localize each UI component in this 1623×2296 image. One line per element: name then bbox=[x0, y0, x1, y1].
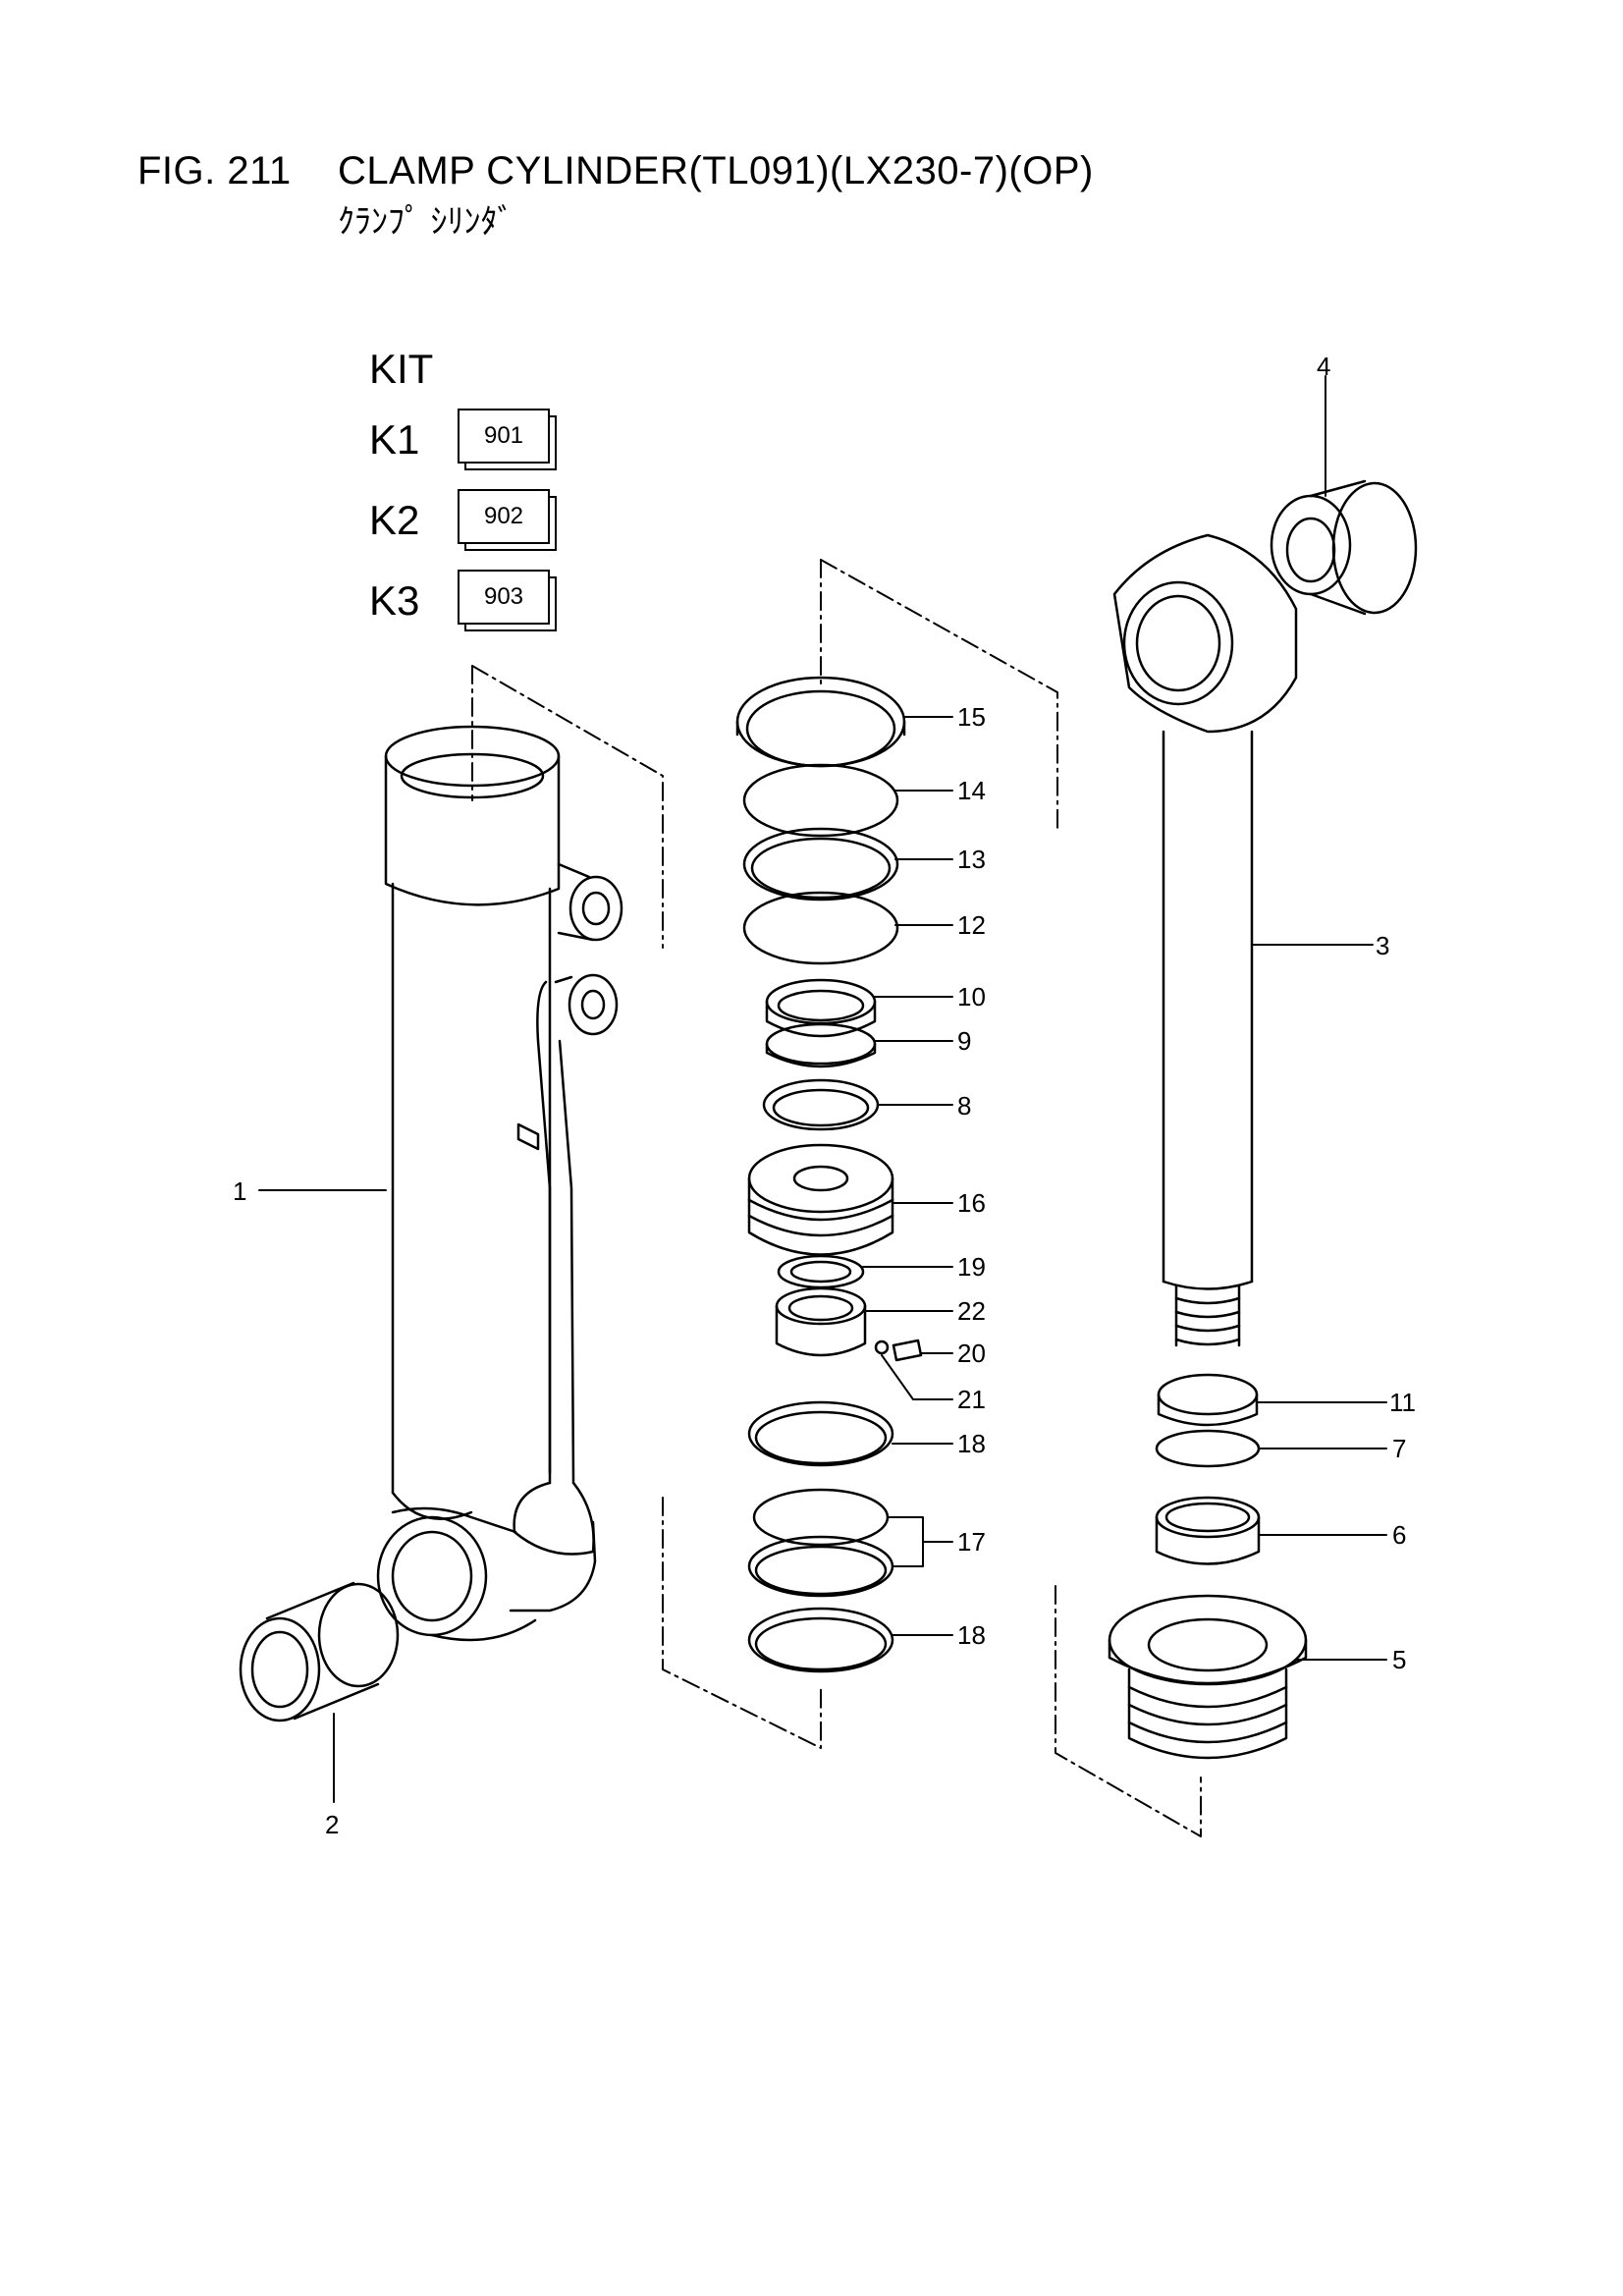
callout-14: 14 bbox=[957, 776, 986, 805]
figure-number: FIG. 211 bbox=[137, 149, 292, 192]
figure-subtitle: ｸﾗﾝﾌﾟ ｼﾘﾝﾀﾞ bbox=[338, 203, 514, 241]
callout-15: 15 bbox=[957, 702, 986, 732]
kit-code-box-k2[interactable]: 902 bbox=[458, 489, 550, 544]
callout-3: 3 bbox=[1376, 931, 1390, 960]
callout-6: 6 bbox=[1392, 1520, 1407, 1550]
kit-label-k2: K2 bbox=[369, 497, 420, 543]
callout-11: 11 bbox=[1389, 1388, 1416, 1417]
kit-label-k3: K3 bbox=[369, 577, 420, 624]
callout-19: 19 bbox=[957, 1252, 986, 1282]
callout-17: 17 bbox=[957, 1527, 986, 1557]
seal-stack bbox=[735, 676, 923, 1673]
piston-rod-part-3 bbox=[1108, 479, 1418, 1760]
callout-12: 12 bbox=[957, 910, 986, 940]
callout-8: 8 bbox=[957, 1091, 972, 1121]
callout-1: 1 bbox=[233, 1176, 247, 1206]
callout-16: 16 bbox=[957, 1188, 986, 1218]
callout-22: 22 bbox=[957, 1296, 986, 1326]
callout-21: 21 bbox=[957, 1385, 986, 1414]
figure-title: CLAMP CYLINDER(TL091)(LX230-7)(OP) bbox=[338, 149, 1094, 192]
callout-10: 10 bbox=[957, 982, 986, 1011]
callout-7: 7 bbox=[1392, 1434, 1407, 1463]
callout-18-lower: 18 bbox=[957, 1620, 986, 1650]
assembly-lines bbox=[471, 559, 1202, 1837]
cylinder-tube-part-1 bbox=[376, 725, 623, 1642]
kit-code-box-k3[interactable]: 903 bbox=[458, 570, 550, 625]
callout-9: 9 bbox=[957, 1026, 972, 1056]
bushing-part-2 bbox=[239, 1581, 400, 1722]
callout-20: 20 bbox=[957, 1339, 986, 1368]
kit-heading: KIT bbox=[369, 346, 434, 392]
callout-18-upper: 18 bbox=[957, 1429, 986, 1458]
leader-lines bbox=[258, 375, 1387, 1803]
kit-label-k1: K1 bbox=[369, 416, 420, 463]
kit-code-box-k1[interactable]: 901 bbox=[458, 409, 550, 464]
callout-5: 5 bbox=[1392, 1645, 1407, 1674]
callout-13: 13 bbox=[957, 845, 986, 874]
callout-2: 2 bbox=[325, 1810, 340, 1839]
callout-4: 4 bbox=[1317, 352, 1331, 381]
